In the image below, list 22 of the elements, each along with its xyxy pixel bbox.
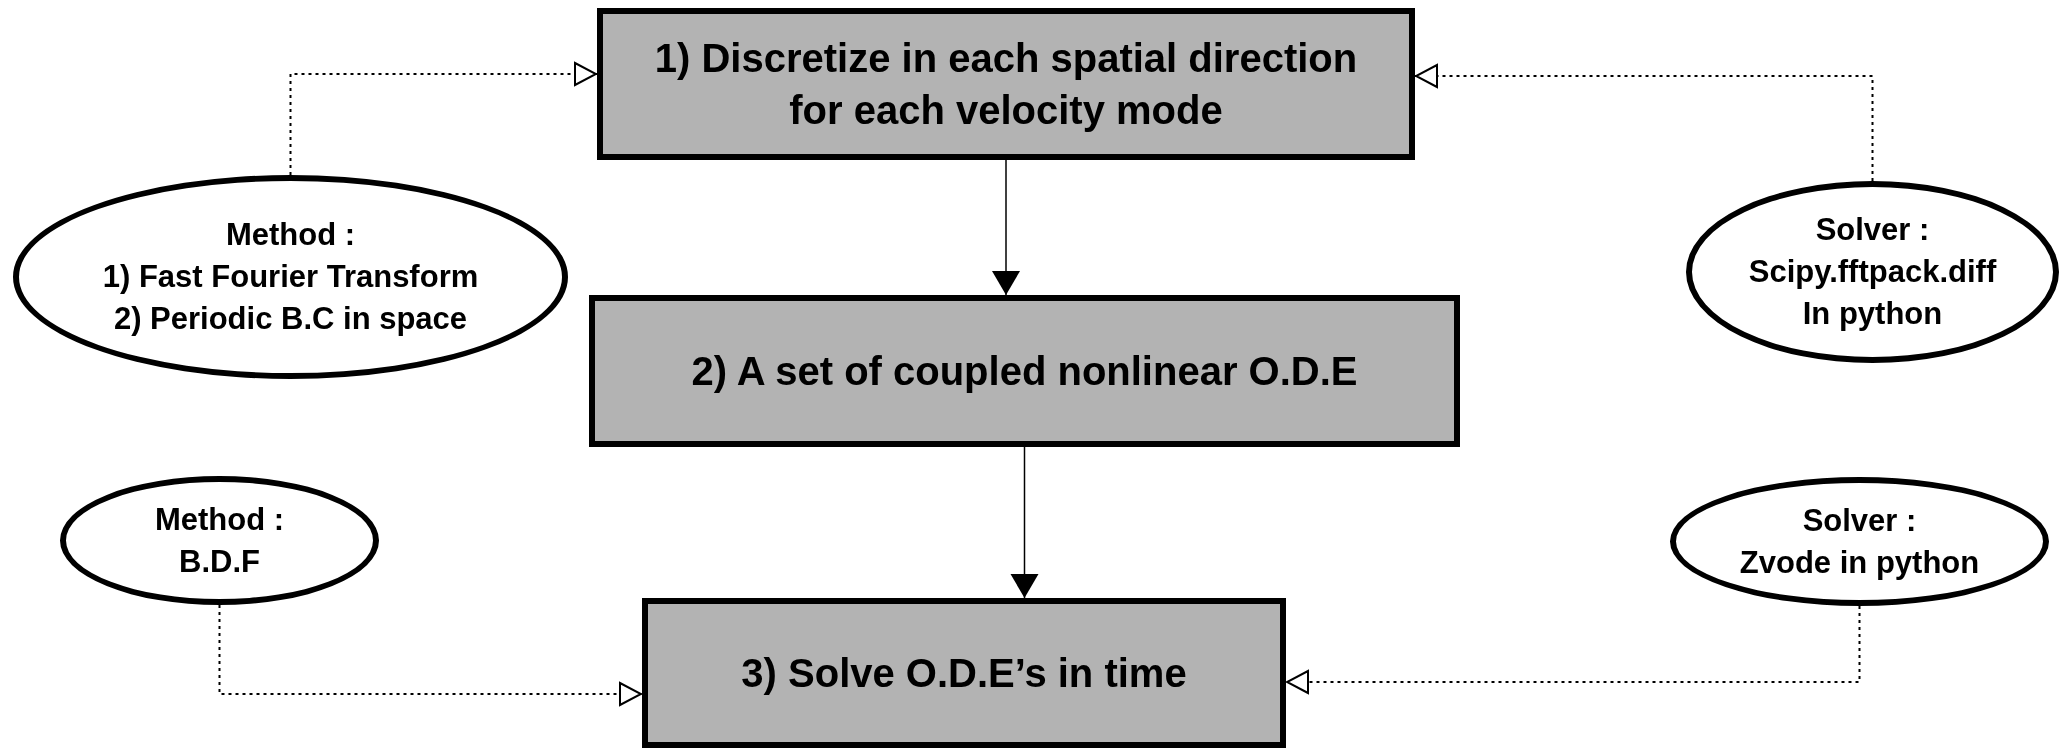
node-text: In python: [1802, 294, 1943, 333]
arrow: [1010, 446, 1039, 599]
node-text: 2) A set of coupled nonlinear O.D.E: [691, 348, 1358, 395]
node-text: 3) Solve O.D.E’s in time: [741, 650, 1187, 697]
node-text: Method :: [154, 500, 285, 539]
dotted-arrow: [1414, 64, 1874, 182]
dotted-arrow: [289, 62, 598, 176]
node-text: 2) Periodic B.C in space: [113, 299, 468, 338]
arrow: [992, 159, 1020, 296]
node-text: Solver :: [1815, 211, 1930, 250]
node-text: Zvode in python: [1739, 543, 1980, 582]
node-text: Solver :: [1802, 501, 1917, 540]
process-box: [642, 598, 1286, 748]
process-box: [597, 8, 1415, 160]
process-box: [589, 295, 1460, 447]
node-text: Method :: [225, 216, 356, 255]
node-text: Scipy.fftpack.diff: [1748, 253, 1997, 292]
dotted-arrow: [218, 604, 643, 706]
node-text: 1) Fast Fourier Transform: [102, 258, 479, 297]
node-text: 1) Discretize in each spatial direction for each velocity mode: [653, 35, 1359, 134]
node-text: B.D.F: [179, 542, 260, 581]
dotted-arrow: [1285, 605, 1861, 694]
